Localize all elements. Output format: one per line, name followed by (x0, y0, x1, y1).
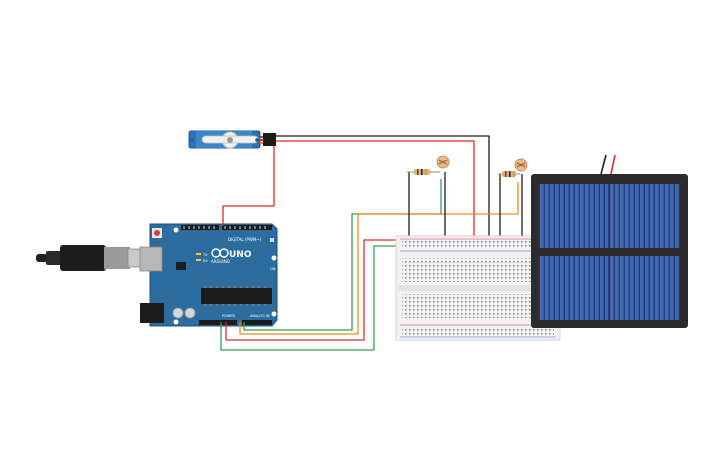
resistor-2[interactable] (498, 171, 520, 177)
wire-ldr2-signal[interactable] (239, 182, 519, 335)
solar-lead-negative (600, 154, 607, 175)
analog-header (242, 320, 272, 325)
mount-hole (173, 319, 179, 325)
model-label: UNO (229, 250, 252, 260)
arduino-uno-board[interactable]: DIGITAL (PWM~) TX RX UNO ARDUINO ON POWE… (139, 223, 278, 327)
solar-panel[interactable] (531, 154, 688, 328)
mount-hole (173, 227, 179, 233)
atmega-chip (201, 288, 272, 304)
analog-label: ANALOG IN (250, 314, 270, 318)
digital-header-right (222, 225, 272, 230)
capacitor (172, 307, 184, 319)
rx-label: RX (203, 259, 208, 263)
digital-label: DIGITAL (PWM~) (228, 237, 262, 242)
power-jack (140, 303, 164, 323)
mount-hole (271, 255, 277, 261)
wire-servo-ground[interactable] (276, 135, 490, 241)
usb-jack (139, 246, 163, 272)
wire-ldr1-signal[interactable] (243, 179, 442, 331)
photoresistor-1[interactable] (436, 155, 450, 169)
power-header (199, 320, 237, 325)
wires (220, 135, 523, 351)
wire-servo-signal[interactable] (222, 146, 275, 226)
wire-gnd[interactable] (220, 245, 400, 351)
usb-cable[interactable] (36, 245, 159, 271)
resistor-1[interactable] (407, 169, 440, 175)
wire-servo-power[interactable] (276, 140, 475, 244)
on-label: ON (270, 267, 276, 271)
servo-motor[interactable] (188, 130, 276, 149)
arduino-logo: UNO ARDUINO (211, 248, 252, 264)
solar-lead-positive (610, 154, 616, 175)
tx-label: TX (202, 253, 208, 257)
usb-chip (176, 262, 186, 270)
brand-label: ARDUINO (211, 259, 230, 264)
wire-5v[interactable] (225, 239, 400, 341)
mount-hole (271, 311, 277, 317)
servo-connector (263, 133, 276, 146)
capacitor (184, 307, 196, 319)
power-label: POWER (222, 314, 236, 318)
photoresistor-2[interactable] (514, 158, 528, 172)
